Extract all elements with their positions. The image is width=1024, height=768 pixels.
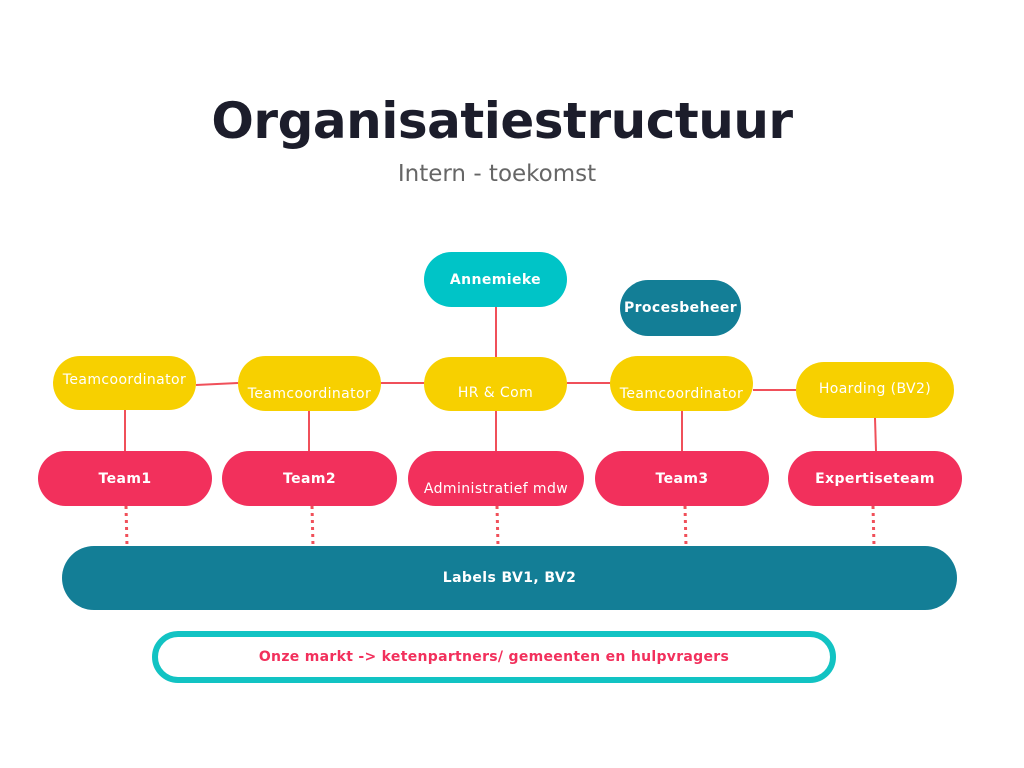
- node-administratief: Administratief mdw: [408, 451, 584, 506]
- node-team-2: Team2: [222, 451, 397, 506]
- dotted-link-3: [495, 505, 500, 547]
- connector-h-1: [195, 382, 239, 386]
- labels-bar: Labels BV1, BV2: [62, 546, 957, 610]
- dotted-link-5: [871, 505, 876, 547]
- node-lead: Annemieke: [424, 252, 567, 307]
- node-coordinator-2: Teamcoordinator: [238, 356, 381, 411]
- node-expertiseteam: Expertiseteam: [788, 451, 962, 506]
- node-team-1: Team1: [38, 451, 212, 506]
- node-team-3: Team3: [595, 451, 769, 506]
- dotted-link-2: [310, 505, 315, 547]
- page-title: Organisatiestructuur: [211, 92, 793, 150]
- node-hoarding: Hoarding (BV2): [796, 362, 954, 418]
- dotted-link-4: [683, 505, 688, 547]
- page-subtitle: Intern - toekomst: [397, 161, 597, 187]
- dotted-link-1: [124, 505, 129, 547]
- node-coordinator-1: Teamcoordinator: [53, 356, 196, 410]
- market-box: Onze markt -> ketenpartners/ gemeenten e…: [152, 631, 836, 683]
- node-coordinator-3: Teamcoordinator: [610, 356, 753, 411]
- node-hr-com: HR & Com: [424, 357, 567, 411]
- connector-v-5: [874, 417, 877, 452]
- node-procesbeheer: Procesbeheer: [620, 280, 741, 336]
